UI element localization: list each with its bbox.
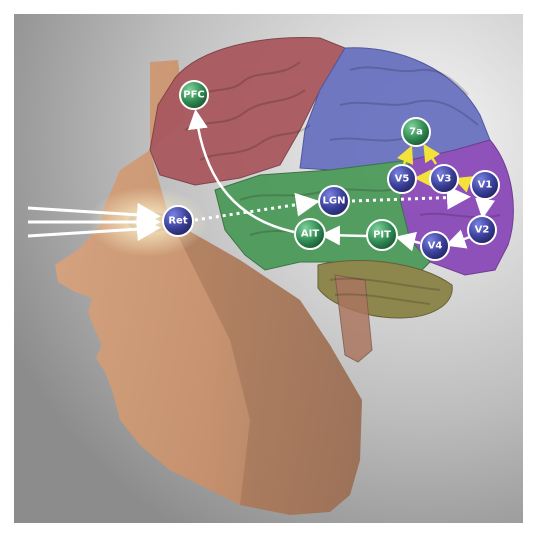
- node-v4: V4: [421, 232, 449, 260]
- node-label-v5: V5: [395, 174, 410, 185]
- node-ait: AIT: [295, 219, 325, 249]
- node-v2: V2: [468, 216, 496, 244]
- node-ret: Ret: [163, 206, 193, 236]
- node-label-ait: AIT: [301, 229, 319, 240]
- node-label-v4: V4: [428, 241, 443, 252]
- arrow-pit-ait: [325, 235, 366, 236]
- node-v1: V1: [471, 171, 499, 199]
- node-label-v3: V3: [437, 174, 452, 185]
- node-lgn: LGN: [319, 186, 349, 216]
- node-7a: 7a: [402, 118, 430, 146]
- node-pit: PIT: [367, 220, 397, 250]
- node-label-7a: 7a: [409, 127, 423, 138]
- node-label-lgn: LGN: [323, 196, 346, 207]
- node-label-v2: V2: [475, 225, 490, 236]
- node-label-pfc: PFC: [183, 90, 205, 101]
- node-label-ret: Ret: [168, 216, 187, 227]
- node-pfc: PFC: [180, 81, 208, 109]
- node-v5: V5: [388, 165, 416, 193]
- node-label-pit: PIT: [373, 230, 391, 241]
- node-v3: V3: [430, 165, 458, 193]
- node-label-v1: V1: [478, 180, 493, 191]
